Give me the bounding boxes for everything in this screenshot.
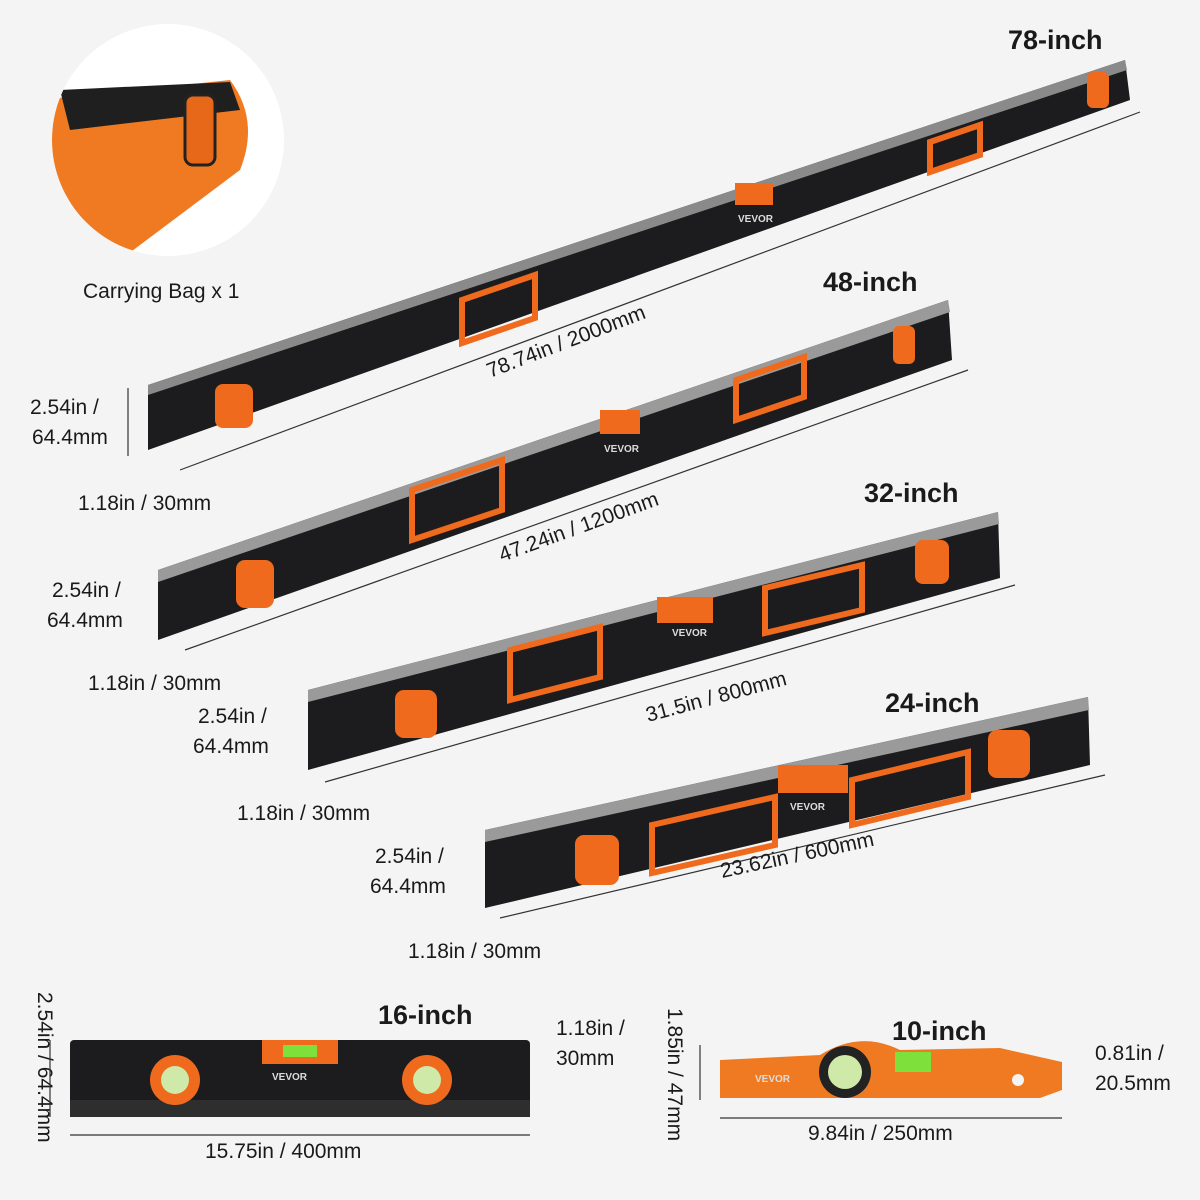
svg-text:VEVOR: VEVOR bbox=[272, 1072, 308, 1083]
title-32-inch: 32-inch bbox=[864, 478, 959, 508]
length-32-inch: 31.5in / 800mm bbox=[643, 667, 789, 727]
svg-text:2.54in /: 2.54in / bbox=[198, 705, 267, 728]
carrying-bag-label: Carrying Bag x 1 bbox=[83, 280, 239, 303]
title-16-inch: 16-inch bbox=[378, 1000, 473, 1030]
length-10-inch: 9.84in / 250mm bbox=[808, 1122, 953, 1145]
width-48-inch: 1.18in / 30mm bbox=[88, 672, 221, 695]
height-16-inch: 2.54in / 64.4mm bbox=[33, 992, 56, 1143]
height-10-inch: 1.85in / 47mm bbox=[663, 1008, 686, 1141]
svg-text:2.54in /: 2.54in / bbox=[30, 396, 99, 419]
level-78-inch: VEVOR bbox=[148, 60, 1130, 450]
svg-text:0.81in /: 0.81in / bbox=[1095, 1042, 1164, 1065]
title-10-inch: 10-inch bbox=[892, 1016, 987, 1046]
width-32-inch: 1.18in / 30mm bbox=[237, 802, 370, 825]
svg-text:20.5mm: 20.5mm bbox=[1095, 1072, 1171, 1095]
svg-text:64.4mm: 64.4mm bbox=[370, 875, 446, 898]
title-48-inch: 48-inch bbox=[823, 267, 918, 297]
svg-text:VEVOR: VEVOR bbox=[738, 214, 774, 225]
width-78-inch: 1.18in / 30mm bbox=[78, 492, 211, 515]
level-48-inch: VEVOR bbox=[158, 300, 952, 640]
svg-text:30mm: 30mm bbox=[556, 1047, 614, 1070]
svg-text:64.4mm: 64.4mm bbox=[193, 735, 269, 758]
level-16-inch: VEVOR bbox=[70, 1040, 530, 1117]
carrying-bag-image bbox=[52, 24, 284, 256]
width-24-inch: 1.18in / 30mm bbox=[408, 940, 541, 963]
level-10-inch: VEVOR bbox=[720, 1041, 1062, 1098]
svg-text:64.4mm: 64.4mm bbox=[32, 426, 108, 449]
svg-text:2.54in /: 2.54in / bbox=[52, 579, 121, 602]
title-24-inch: 24-inch bbox=[885, 688, 980, 718]
svg-text:VEVOR: VEVOR bbox=[755, 1074, 791, 1085]
level-24-inch: VEVOR bbox=[485, 697, 1090, 908]
level-32-inch: VEVOR bbox=[308, 512, 1000, 770]
svg-text:2.54in /: 2.54in / bbox=[375, 845, 444, 868]
svg-text:64.4mm: 64.4mm bbox=[47, 609, 123, 632]
svg-text:VEVOR: VEVOR bbox=[672, 628, 708, 639]
vial-icon bbox=[215, 384, 253, 428]
title-78-inch: 78-inch bbox=[1008, 25, 1103, 55]
svg-text:1.18in /: 1.18in / bbox=[556, 1017, 625, 1040]
svg-text:VEVOR: VEVOR bbox=[604, 444, 640, 455]
svg-text:VEVOR: VEVOR bbox=[790, 802, 826, 813]
length-16-inch: 15.75in / 400mm bbox=[205, 1140, 361, 1163]
